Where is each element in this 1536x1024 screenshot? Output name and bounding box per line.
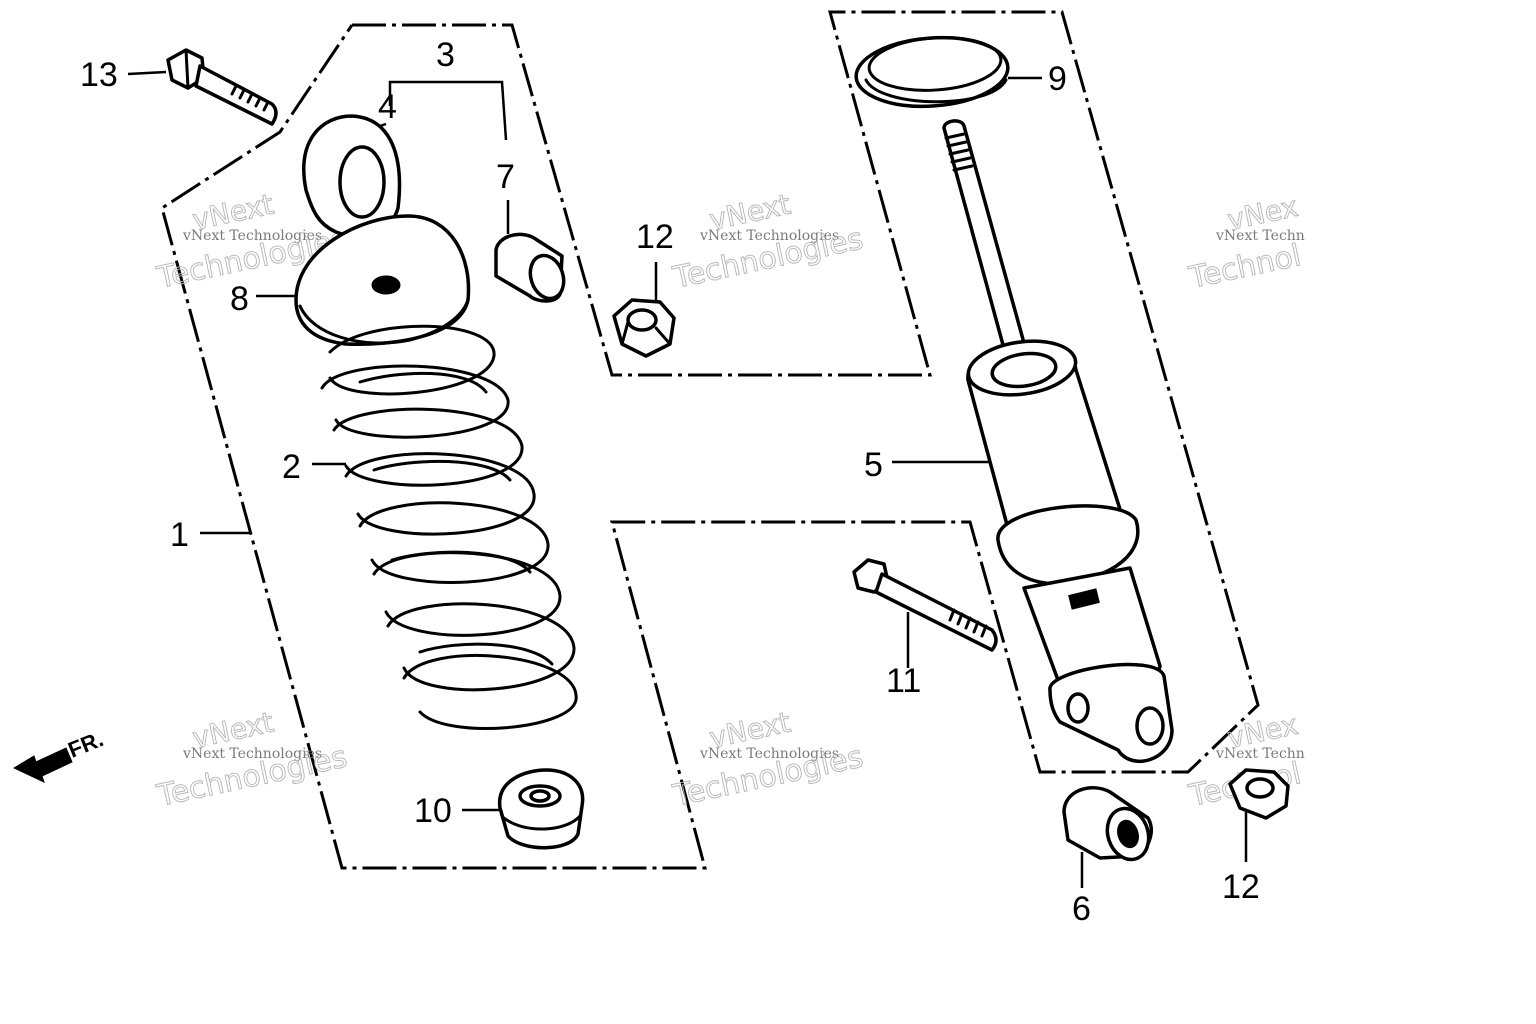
part-13-bolt — [166, 48, 278, 126]
part-2-spring — [320, 324, 578, 730]
watermark-bottom-center: vNext vNext Technologies Technologies — [669, 705, 867, 814]
callout-13: 13 — [80, 56, 118, 94]
svg-text:Technol: Technol — [1185, 238, 1304, 296]
part-10-bumper — [498, 768, 585, 850]
callout-6: 6 — [1072, 890, 1091, 928]
watermark-top-center: vNext vNext Technologies Technologies — [669, 187, 867, 296]
svg-text:vNext Technologies: vNext Technologies — [699, 228, 839, 244]
callout-4: 4 — [378, 88, 397, 126]
part-5-damper — [942, 119, 1174, 763]
front-arrow-label: FR. — [65, 726, 107, 762]
callout-3: 3 — [436, 36, 455, 74]
shock-assembly-outline — [160, 10, 1260, 870]
watermark-bottom-left: vNext vNext Technologies Technologies — [153, 705, 351, 814]
front-arrow: FR. — [12, 726, 107, 783]
svg-text:vNext Technologies: vNext Technologies — [699, 746, 839, 762]
part-11-bolt — [852, 558, 998, 652]
svg-text:vNext Technologies: vNext Technologies — [182, 746, 322, 762]
callout-7: 7 — [496, 158, 515, 196]
leader-lines — [127, 70, 1248, 888]
callout-2: 2 — [282, 448, 301, 486]
callout-12-lower: 12 — [1222, 868, 1260, 906]
callout-9: 9 — [1048, 60, 1067, 98]
part-9-seat-ring — [854, 35, 1010, 109]
callout-10: 10 — [414, 792, 452, 830]
watermark-top-right: vNex vNext Techn Technol — [1185, 189, 1305, 296]
part-4-upper-eye — [302, 114, 402, 238]
callout-1: 1 — [170, 516, 189, 554]
assembly-outlines — [160, 10, 1260, 870]
svg-text:vNext Technologies: vNext Technologies — [182, 228, 322, 244]
front-arrow-icon — [12, 747, 73, 783]
callout-8: 8 — [230, 280, 249, 318]
part-7-collar — [494, 232, 566, 303]
callout-12-upper: 12 — [636, 218, 674, 256]
callout-11: 11 — [886, 662, 921, 700]
part-6-collar — [1062, 786, 1153, 862]
callouts: 13 3 4 7 12 8 2 1 10 9 5 11 6 12 — [80, 36, 1260, 928]
svg-text:vNext Techn: vNext Techn — [1215, 746, 1305, 762]
callout-5: 5 — [864, 446, 883, 484]
svg-text:vNext Techn: vNext Techn — [1215, 228, 1305, 244]
part-12-nut-upper — [612, 298, 676, 358]
part-12-nut-lower — [1228, 768, 1290, 820]
part-8-spring-seat — [294, 214, 471, 346]
